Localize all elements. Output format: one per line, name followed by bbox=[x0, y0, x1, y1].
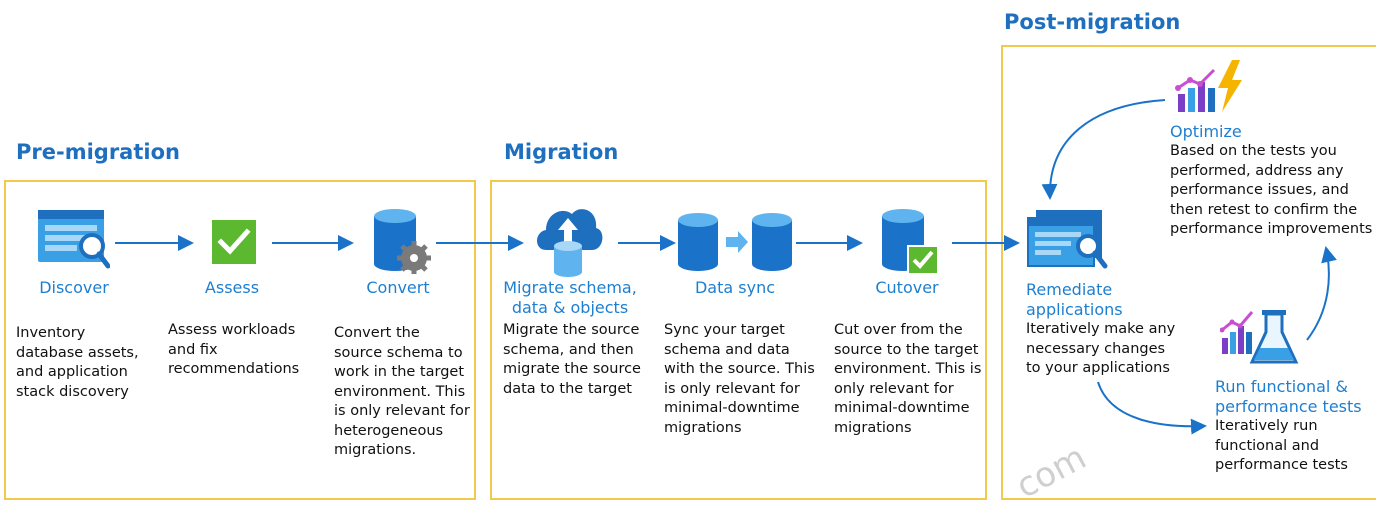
desc-line: Inventory bbox=[16, 325, 86, 341]
desc-line: then retest to confirm the bbox=[1170, 201, 1358, 218]
desc-line: recommendations bbox=[168, 361, 300, 377]
desc-line: and fix bbox=[168, 341, 218, 358]
runtests-desc: Iteratively run functional and performan… bbox=[1215, 417, 1365, 476]
desc-line: Cut over from the bbox=[834, 322, 963, 338]
desc-line: migrations. bbox=[334, 442, 417, 458]
desc-line: to your applications bbox=[1026, 360, 1170, 376]
desc-line: minimal-downtime bbox=[834, 400, 970, 416]
desc-line: only relevant for bbox=[834, 380, 954, 397]
pre-migration-title: Pre-migration bbox=[16, 140, 180, 164]
discover-icon bbox=[36, 208, 111, 275]
desc-line: environment. This bbox=[334, 383, 466, 400]
desc-line: Assess workloads bbox=[168, 322, 296, 338]
checkmark-icon bbox=[212, 220, 256, 269]
desc-line: performance tests bbox=[1215, 457, 1348, 473]
discover-desc: Inventory database assets, and applicati… bbox=[16, 324, 166, 402]
database-check-icon bbox=[880, 208, 940, 281]
runtests-label-line2: performance tests bbox=[1215, 397, 1362, 416]
migrate-label-line2: data & objects bbox=[511, 298, 629, 317]
runtests-label-line1: Run functional & bbox=[1215, 377, 1348, 396]
desc-line: stack discovery bbox=[16, 383, 129, 400]
desc-line: database assets, bbox=[16, 344, 139, 361]
desc-line: performance issues, and bbox=[1170, 182, 1349, 198]
desc-line: source schema to bbox=[334, 344, 463, 361]
remediate-label-line2: applications bbox=[1026, 300, 1123, 319]
cutover-label: Cutover bbox=[875, 278, 939, 297]
desc-line: migrations bbox=[664, 419, 742, 436]
arrow-remediate-tests bbox=[1097, 381, 1207, 435]
desc-line: Migrate the source bbox=[503, 322, 640, 338]
desc-line: work in the target bbox=[334, 364, 465, 380]
desc-line: and application bbox=[16, 364, 128, 380]
desc-line: Iteratively make any bbox=[1026, 321, 1176, 337]
desc-line: environment. This is bbox=[834, 361, 982, 377]
desc-line: functional and bbox=[1215, 437, 1320, 454]
post-migration-title: Post-migration bbox=[1004, 10, 1181, 34]
desc-line: schema, and then bbox=[503, 341, 634, 358]
convert-desc: Convert the source schema to work in the… bbox=[334, 324, 484, 461]
assess-desc: Assess workloads and fix recommendations bbox=[168, 321, 318, 380]
optimize-desc: Based on the tests you performed, addres… bbox=[1170, 142, 1375, 240]
desc-line: source to the target bbox=[834, 341, 979, 358]
database-sync-icon bbox=[676, 212, 794, 277]
desc-line: data to the target bbox=[503, 380, 632, 397]
test-flask-chart-icon bbox=[1219, 304, 1300, 373]
desc-line: minimal-downtime bbox=[664, 400, 800, 416]
arrow-tests-optimize bbox=[1306, 246, 1337, 341]
cutover-desc: Cut over from the source to the target e… bbox=[834, 321, 984, 438]
desc-line: schema and data bbox=[664, 341, 790, 358]
desc-line: heterogeneous bbox=[334, 422, 444, 439]
remediate-desc: Iteratively make any necessary changes t… bbox=[1026, 320, 1191, 379]
convert-label: Convert bbox=[366, 278, 430, 297]
datasync-desc: Sync your target schema and data with th… bbox=[664, 321, 829, 438]
desc-line: migrations bbox=[834, 419, 912, 436]
optimize-label: Optimize bbox=[1170, 122, 1242, 141]
desc-line: Based on the tests you bbox=[1170, 143, 1337, 159]
desc-line: with the source. This bbox=[664, 361, 815, 377]
cloud-upload-icon bbox=[532, 200, 604, 283]
desc-line: migrate the source bbox=[503, 361, 641, 377]
optimize-chart-bolt-icon bbox=[1174, 58, 1248, 121]
assess-label: Assess bbox=[204, 278, 260, 297]
desc-line: Iteratively run bbox=[1215, 418, 1318, 434]
desc-line: necessary changes bbox=[1026, 340, 1166, 357]
desc-line: is only relevant for bbox=[664, 380, 800, 397]
migrate-desc: Migrate the source schema, and then migr… bbox=[503, 321, 663, 399]
remediate-label: Remediate applications bbox=[1026, 280, 1176, 320]
migrate-label-line1: Migrate schema, bbox=[503, 278, 637, 297]
desc-line: Sync your target bbox=[664, 322, 785, 338]
desc-line: Convert the bbox=[334, 325, 420, 341]
runtests-label: Run functional & performance tests bbox=[1215, 377, 1375, 417]
migrate-label: Migrate schema, data & objects bbox=[500, 278, 640, 318]
discover-label: Discover bbox=[39, 278, 109, 297]
desc-line: performed, address any bbox=[1170, 162, 1344, 179]
remediate-label-line1: Remediate bbox=[1026, 280, 1113, 299]
datasync-label: Data sync bbox=[694, 278, 776, 297]
migration-title: Migration bbox=[504, 140, 619, 164]
database-gear-icon bbox=[372, 208, 434, 279]
arrow-optimize-remediate bbox=[1041, 99, 1166, 200]
remediate-app-icon bbox=[1026, 208, 1110, 279]
desc-line: is only relevant for bbox=[334, 403, 470, 419]
desc-line: performance improvements bbox=[1170, 221, 1373, 237]
